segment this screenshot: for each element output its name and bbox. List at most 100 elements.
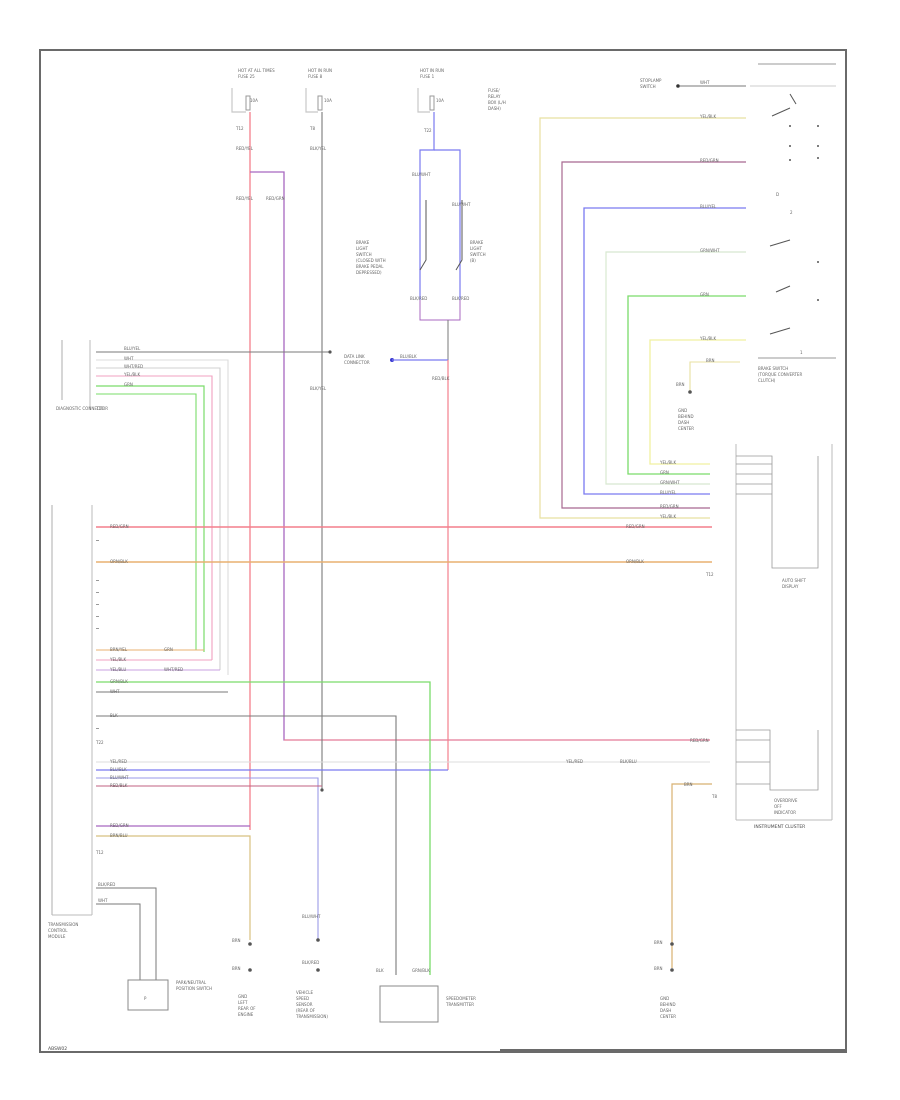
tcm-upper-wires: BLU/YEL WHT WHT/RED YEL/BLK GRN: [96, 346, 332, 675]
brake-label-5: BRAKE PEDAL: [356, 264, 384, 269]
sw-w3: BLU/YEL: [700, 204, 717, 209]
brake-switch-block: T22 BLU/WHT BLU/WHT BRAKE LIGHT SWITCH (…: [356, 112, 486, 360]
gnd-r-wire-1: BRN: [654, 940, 663, 945]
gnd-l-3: REAR OF: [238, 1006, 256, 1011]
fuse-a: HOT AT ALL TIMES FUSE 25 10A: [231, 68, 275, 113]
gnd-r-wire-2: BRN: [654, 966, 663, 971]
dlc-wire: BLU/BLK: [400, 354, 417, 359]
brake-wire-3: BLK/RED: [410, 296, 427, 301]
ground-right: BRN BRN BRN GND BEHIND DASH CENTER: [654, 782, 712, 1019]
wire-fuse-a: T12 RED/YEL RED/YEL: [235, 112, 254, 830]
pns-pos: P: [144, 996, 147, 1001]
gps-pos-1: 1: [800, 350, 803, 355]
od-1: OVERDRIVE: [774, 798, 798, 803]
pns-label-2: POSITION SWITCH: [176, 986, 212, 991]
fuse-c-line-1: HOT IN RUN: [420, 68, 444, 73]
sw-w1: YEL/BLK: [699, 114, 717, 119]
page-label: ABSW02: [48, 1046, 67, 1052]
gnd-l-2: LEFT: [238, 1000, 248, 1005]
lower-w8: BLU/BLK: [110, 767, 127, 772]
lower-w12: BRN/BLU: [110, 833, 128, 838]
pns-w1: BLK/RED: [98, 882, 115, 887]
instrument-cluster: INSTRUMENT CLUSTER AUTO SHIFT DISPLAY YE…: [659, 444, 833, 830]
lower-w7-right-2: BLK/BLU: [620, 759, 637, 764]
brake-r-label-4: (B): [470, 258, 476, 263]
lower-w5: WHT: [110, 689, 120, 694]
od-3: INDICATOR: [774, 810, 796, 815]
fuse-b-icon: [317, 95, 323, 111]
brake-r-label-2: LIGHT: [470, 246, 483, 251]
fuse-c: HOT IN RUN FUSE 1 10A: [417, 68, 444, 113]
cl-w2: GRN: [660, 470, 669, 475]
speedo-label-1: SPEEDOMETER: [446, 996, 476, 1001]
park-neutral-switch: BLK/RED WHT P PARK/NEUTRAL POSITION SWIT…: [96, 882, 212, 1011]
wire-b-conn: T8: [309, 126, 315, 131]
fuse-b-line-1: HOT IN RUN: [308, 68, 332, 73]
dlc-wire-2: RED/BLK: [432, 376, 450, 381]
upper-w2: WHT: [124, 356, 134, 361]
sw-w6: YEL/BLK: [699, 336, 717, 341]
fuse-c-line-3: 10A: [436, 98, 444, 103]
lower-w7: YEL/RED: [109, 759, 127, 764]
brake-label-3: SWITCH: [356, 252, 372, 257]
cl-w6: YEL/BLK: [659, 514, 677, 519]
ground-left: BRN BRN GND LEFT REAR OF ENGINE: [232, 938, 256, 1017]
brake-label-1: BRAKE: [356, 240, 370, 245]
gnd-r-1: GND: [660, 996, 669, 1001]
cl-w5: RED/GRN: [660, 504, 679, 509]
fuse-block-line-3: BOX (L/H: [488, 100, 506, 105]
speedo-label-2: TRANSMITTER: [445, 1002, 474, 1007]
data-link-connector: DATA LINK CONNECTOR BLU/BLK RED/BLK: [344, 354, 450, 770]
speedo-box: [379, 985, 439, 1023]
gnd-r-wire-0: BRN: [684, 782, 693, 787]
brake-wire-4: BLK/RED: [452, 296, 469, 301]
fuse-a-line-3: 10A: [250, 98, 258, 103]
lower-w4: GRN/BLK: [110, 679, 128, 684]
lower-w11: RED/GRN: [110, 823, 129, 828]
lower-conn: T22: [95, 740, 104, 745]
gps-top-1: STOPLAMP: [640, 78, 662, 83]
tcc-2: (TORQUE CONVERTER: [758, 372, 802, 377]
cl-conn: T12: [705, 572, 714, 577]
od-2: OFF: [774, 804, 782, 809]
tcm-label-2: CONTROL: [48, 928, 68, 933]
fuse-c-line-2: FUSE 1: [420, 74, 435, 79]
upper-w5: GRN: [124, 382, 133, 387]
od-w1: RED/GRN: [690, 738, 709, 743]
brake-wire-2: BLU/WHT: [452, 202, 471, 207]
wire-a-conn: T12: [235, 126, 244, 131]
brake-label-4: (CLOSED WITH: [356, 258, 386, 263]
gps-pos-2: 2: [790, 210, 793, 215]
speedo-w2: GRN/BLK: [412, 968, 430, 973]
cluster-title: INSTRUMENT CLUSTER: [754, 824, 805, 830]
vss-4: (REAR OF: [296, 1008, 316, 1013]
gnd-l-wire-1: BRN: [232, 938, 241, 943]
upper-w4: YEL/BLK: [123, 372, 141, 377]
fuse-block-line-1: FUSE/: [488, 88, 500, 93]
vss-wire-2: BLK/RED: [302, 960, 319, 965]
wire-a-label-2: RED/YEL: [236, 196, 254, 201]
fuse-a-line-1: HOT AT ALL TIMES: [238, 68, 275, 73]
lower-conn-2: T12: [95, 850, 104, 855]
dlc-label-2: CONNECTOR: [344, 360, 370, 365]
tcm-label-3: MODULE: [48, 934, 66, 939]
lower-w7-right: YEL/RED: [565, 759, 583, 764]
switch-to-cluster-wires: YEL/BLK RED/GRN BLU/YEL GRN/WHT GRN YEL/…: [539, 114, 746, 519]
upper-w3: WHT/RED: [124, 364, 143, 369]
lower-w6: BLK: [110, 713, 118, 718]
long-w2: ORN/BLK: [110, 559, 128, 564]
sw-w4: GRN/WHT: [700, 248, 720, 253]
tcc-3: CLUTCH): [758, 378, 776, 383]
gnd-l-1: GND: [238, 994, 247, 999]
transmission-control-module: DIAGNOSTIC CONNECTOR T10 TRANSMISSION CO…: [47, 340, 108, 939]
fuse-block-line-4: DASH): [488, 106, 501, 111]
wire-violet-label: RED/GRN: [266, 196, 285, 201]
lower-w3: YEL/BLU: [109, 667, 126, 672]
tcm-long-wires: RED/GRN RED/GRN ORN/BLK ORN/BLK: [96, 524, 712, 564]
gnd-top-1: GND: [678, 408, 687, 413]
cl-w1: YEL/BLK: [659, 460, 677, 465]
brake-label-2: LIGHT: [356, 246, 369, 251]
gnd-r-3: DASH: [660, 1008, 671, 1013]
fuse-a-icon: [245, 95, 251, 111]
lower-w3b: WHT/RED: [164, 667, 183, 672]
